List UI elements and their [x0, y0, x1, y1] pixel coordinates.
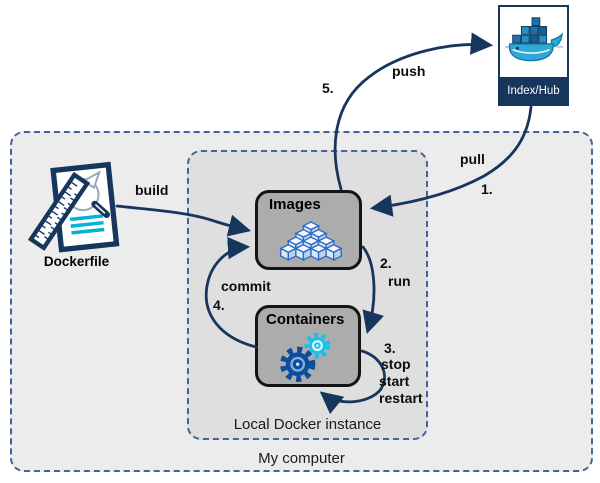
- index-hub-label: Index/Hub: [500, 77, 567, 104]
- commit-step: 4.: [213, 297, 225, 313]
- dockerfile-icon: [28, 161, 120, 253]
- docker-whale-logo-icon: [500, 7, 567, 77]
- image-layers-cubes-icon: [280, 221, 342, 261]
- my-computer-label: My computer: [258, 450, 345, 467]
- containers-node: Containers: [255, 305, 361, 387]
- local-docker-instance-label: Local Docker instance: [233, 416, 382, 433]
- run-label: run: [388, 273, 411, 289]
- containers-node-label: Containers: [266, 311, 345, 328]
- run-step: 2.: [380, 255, 392, 271]
- dockerfile-label: Dockerfile: [43, 254, 110, 269]
- lifecycle-start: start: [379, 373, 410, 389]
- pull-step: 1.: [481, 181, 493, 197]
- images-node: Images: [255, 190, 362, 270]
- push-step: 5.: [322, 80, 334, 96]
- lifecycle-restart: restart: [379, 390, 423, 406]
- lifecycle-stop: stop: [381, 356, 411, 372]
- images-node-label: Images: [269, 196, 321, 213]
- index-hub-node: Index/Hub: [498, 5, 569, 106]
- commit-label: commit: [221, 278, 271, 294]
- pull-label: pull: [460, 151, 485, 167]
- gears-icon: [280, 332, 331, 382]
- lifecycle-step: 3.: [384, 340, 396, 356]
- push-label: push: [392, 63, 426, 79]
- build-label: build: [135, 182, 169, 198]
